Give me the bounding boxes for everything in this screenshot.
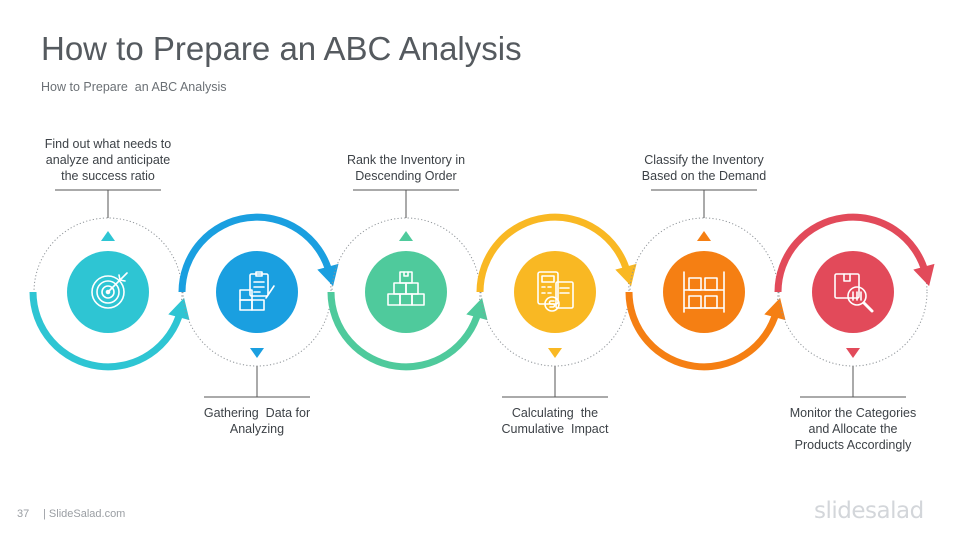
step-arc: [178, 213, 333, 293]
arrowhead: [317, 263, 339, 287]
step-arc: [327, 291, 482, 371]
page-subtitle: How to Prepare an ABC Analysis: [41, 80, 227, 94]
step-icon-circle: [663, 251, 745, 333]
clipboard-boxes-icon: [239, 271, 275, 311]
pointer-triangle: [846, 348, 860, 358]
step-arc: [774, 213, 929, 293]
arrowhead: [764, 297, 786, 321]
brand-logo: slidesalad: [814, 498, 924, 524]
pointer-triangle: [101, 231, 115, 241]
page-title: How to Prepare an ABC Analysis: [41, 30, 522, 67]
arrowhead: [913, 263, 935, 287]
box-pyramid-icon: [387, 271, 425, 306]
footer-site: | SlideSalad.com: [43, 508, 126, 520]
pointer-triangle: [250, 348, 264, 358]
pointer-triangle: [548, 348, 562, 358]
arrowhead: [615, 263, 637, 287]
step-arc: [29, 291, 184, 371]
pointer-triangle: [697, 231, 711, 241]
page-number: 37: [17, 508, 30, 520]
process-step: [29, 189, 190, 371]
process-step: [774, 213, 935, 398]
process-step: [178, 213, 339, 398]
process-step: [476, 213, 637, 398]
calculator-document-icon: [537, 271, 574, 312]
target-icon: [91, 272, 128, 309]
step-arc: [476, 213, 631, 293]
pointer-triangle: [399, 231, 413, 241]
magnifier-box-icon: [834, 273, 874, 313]
step-arc: [625, 291, 780, 371]
shelf-boxes-icon: [683, 271, 725, 313]
arrowhead: [466, 297, 488, 321]
process-step: [625, 189, 786, 371]
arrowhead: [168, 297, 190, 321]
process-step: [327, 189, 488, 371]
step-icon-circle: [514, 251, 596, 333]
